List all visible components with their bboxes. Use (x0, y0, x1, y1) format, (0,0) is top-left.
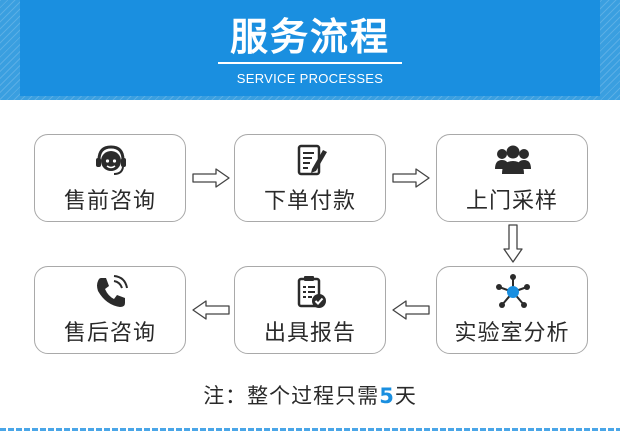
header-panel (20, 0, 600, 96)
step-presale-consult: 售前咨询 (34, 134, 186, 222)
arrow-right-icon (392, 168, 430, 188)
step-onsite-sampling: 上门采样 (436, 134, 588, 222)
step-label: 出具报告 (263, 321, 356, 346)
step-issue-report: 出具报告 (234, 266, 386, 354)
process-note: 注：整个过程只需5天 (0, 380, 620, 410)
step-label: 实验室分析 (454, 321, 570, 346)
note-prefix: 注：整个过程只需 (203, 384, 380, 408)
arrow-left-icon (192, 300, 230, 320)
bottom-divider (0, 428, 620, 431)
step-order-payment: 下单付款 (234, 134, 386, 222)
note-suffix: 天 (394, 384, 417, 408)
arrow-down-icon (503, 224, 523, 263)
edit-document-icon (297, 144, 327, 176)
step-label: 下单付款 (263, 189, 356, 214)
step-label: 售前咨询 (63, 189, 156, 214)
step-label: 售后咨询 (63, 321, 156, 346)
step-label: 上门采样 (465, 189, 558, 214)
note-days-highlight: 5 (379, 384, 395, 408)
phone-icon (97, 275, 128, 307)
header-banner: 服务流程 SERVICE PROCESSES (0, 0, 620, 100)
page-title: 服务流程 (229, 15, 390, 59)
report-check-icon (297, 276, 326, 308)
step-aftersale-consult: 售后咨询 (34, 266, 186, 354)
title-divider (218, 62, 402, 64)
molecule-icon (496, 274, 530, 308)
arrow-right-icon (192, 168, 230, 188)
headset-icon (96, 145, 126, 175)
arrow-left-icon (392, 300, 430, 320)
group-icon (495, 145, 531, 174)
page-subtitle: SERVICE PROCESSES (236, 71, 384, 86)
step-lab-analysis: 实验室分析 (436, 266, 588, 354)
